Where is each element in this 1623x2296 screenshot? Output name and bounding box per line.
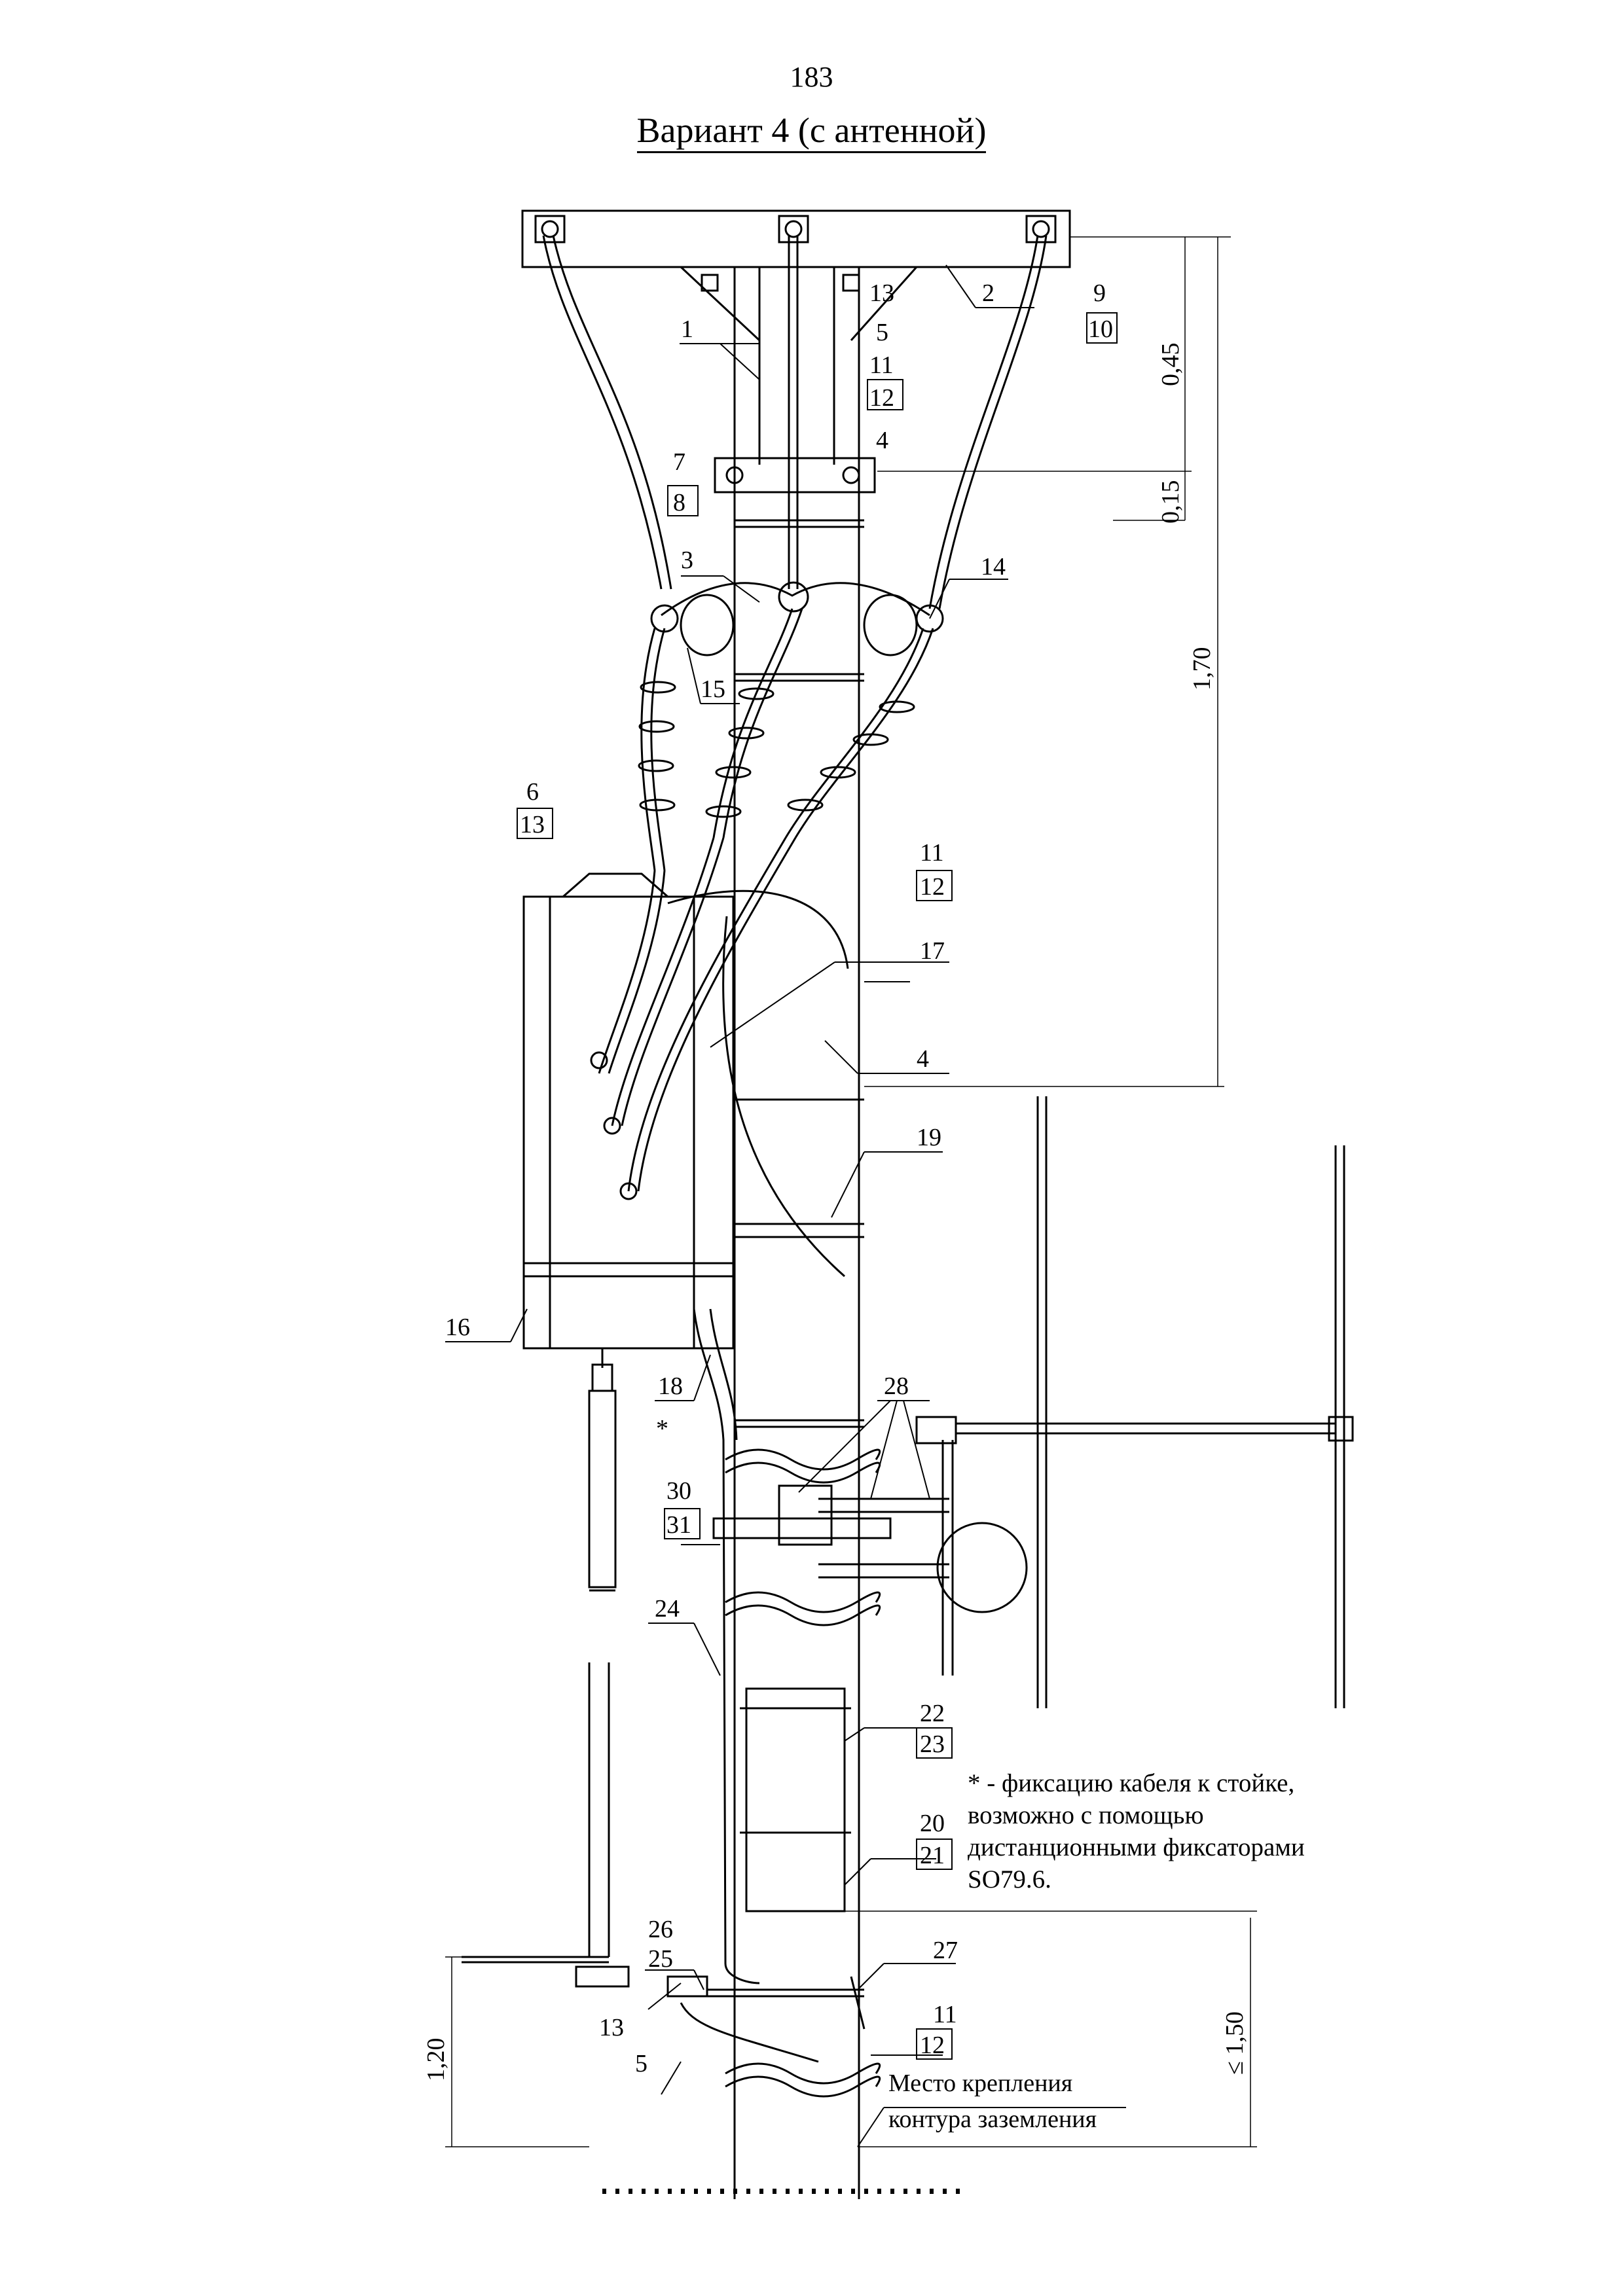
label-star: *: [656, 1415, 668, 1443]
footnote-line3: дистанционными фиксаторами: [968, 1833, 1305, 1861]
label-21: 21: [920, 1842, 945, 1869]
label-31: 31: [666, 1511, 691, 1539]
label-28: 28: [884, 1372, 909, 1400]
label-25: 25: [648, 1945, 673, 1973]
label-14: 14: [981, 553, 1006, 581]
footnote-line4: SO79.6.: [968, 1865, 1051, 1893]
footnote-line2: возможно с помощью: [968, 1801, 1204, 1829]
dimension-1-20: 1,20: [422, 2038, 450, 2082]
label-12c: 12: [920, 2032, 945, 2059]
arrester-cables: [590, 608, 934, 1200]
dimension-0-15: 0,15: [1157, 480, 1184, 524]
label-22: 22: [920, 1700, 945, 1727]
dimension-lines: [445, 237, 1257, 2147]
cabinet-cable: [667, 889, 864, 1984]
label-5b: 5: [635, 2050, 647, 2077]
label-6: 6: [526, 778, 539, 806]
label-30: 30: [666, 1477, 691, 1505]
label-12b: 12: [920, 873, 945, 901]
ground-label-line2: контура заземления: [888, 2106, 1097, 2133]
label-4a: 4: [876, 427, 888, 454]
label-23: 23: [920, 1731, 945, 1758]
label-11a: 11: [869, 351, 894, 379]
page-title: Вариант 4 (с антенной): [0, 110, 1623, 153]
label-2: 2: [982, 279, 994, 307]
label-13c: 13: [599, 2014, 624, 2041]
label-15: 15: [701, 675, 725, 703]
top-insulators: [534, 215, 1057, 243]
label-8: 8: [673, 489, 685, 516]
label-3: 3: [681, 547, 693, 574]
callout-labels: 1 2 9 10 13 5 11 12 4 7 8 3 14 15 6 13 1…: [422, 279, 1249, 2133]
label-4b: 4: [917, 1045, 929, 1073]
drop-wires: [542, 235, 1048, 609]
label-7: 7: [673, 448, 685, 476]
label-13b: 13: [520, 811, 545, 838]
label-12a: 12: [869, 384, 894, 412]
label-19: 19: [917, 1124, 941, 1151]
label-9: 9: [1093, 279, 1106, 307]
ground-assembly: [462, 1662, 866, 2063]
label-11b: 11: [920, 839, 944, 867]
label-13a: 13: [869, 279, 894, 307]
label-boxes: [517, 312, 1118, 2060]
label-27: 27: [933, 1937, 958, 1964]
label-16: 16: [445, 1314, 470, 1341]
crossarm: [521, 209, 1231, 342]
footnote-line1: * - фиксацию кабеля к стойке,: [968, 1769, 1295, 1797]
label-11c: 11: [933, 2001, 957, 2028]
label-24: 24: [655, 1595, 680, 1623]
label-20: 20: [920, 1810, 945, 1837]
equipment-cabinet: [522, 872, 735, 1592]
dimension-1-70: 1,70: [1188, 647, 1216, 691]
label-5a: 5: [876, 319, 888, 346]
leader-lines: [445, 264, 1126, 2147]
pole: [714, 267, 881, 2199]
label-17: 17: [920, 937, 945, 965]
bottom-box: [740, 1687, 1257, 1912]
label-10: 10: [1088, 315, 1113, 343]
label-26: 26: [648, 1916, 673, 1943]
page-number: 183: [790, 61, 833, 93]
insulator-bracket: [650, 581, 944, 682]
page-title-text: Вариант 4 (с антенной): [636, 111, 987, 153]
antenna: [712, 1096, 1354, 1708]
footnote: * - фиксацию кабеля к стойке, возможно с…: [968, 1767, 1374, 1895]
ground-label-line1: Место крепления: [888, 2070, 1072, 2097]
label-18: 18: [658, 1372, 683, 1400]
dimension-0-45: 0,45: [1157, 343, 1184, 387]
dimension-1-50: ≤ 1,50: [1221, 2011, 1249, 2075]
label-1: 1: [681, 315, 693, 343]
